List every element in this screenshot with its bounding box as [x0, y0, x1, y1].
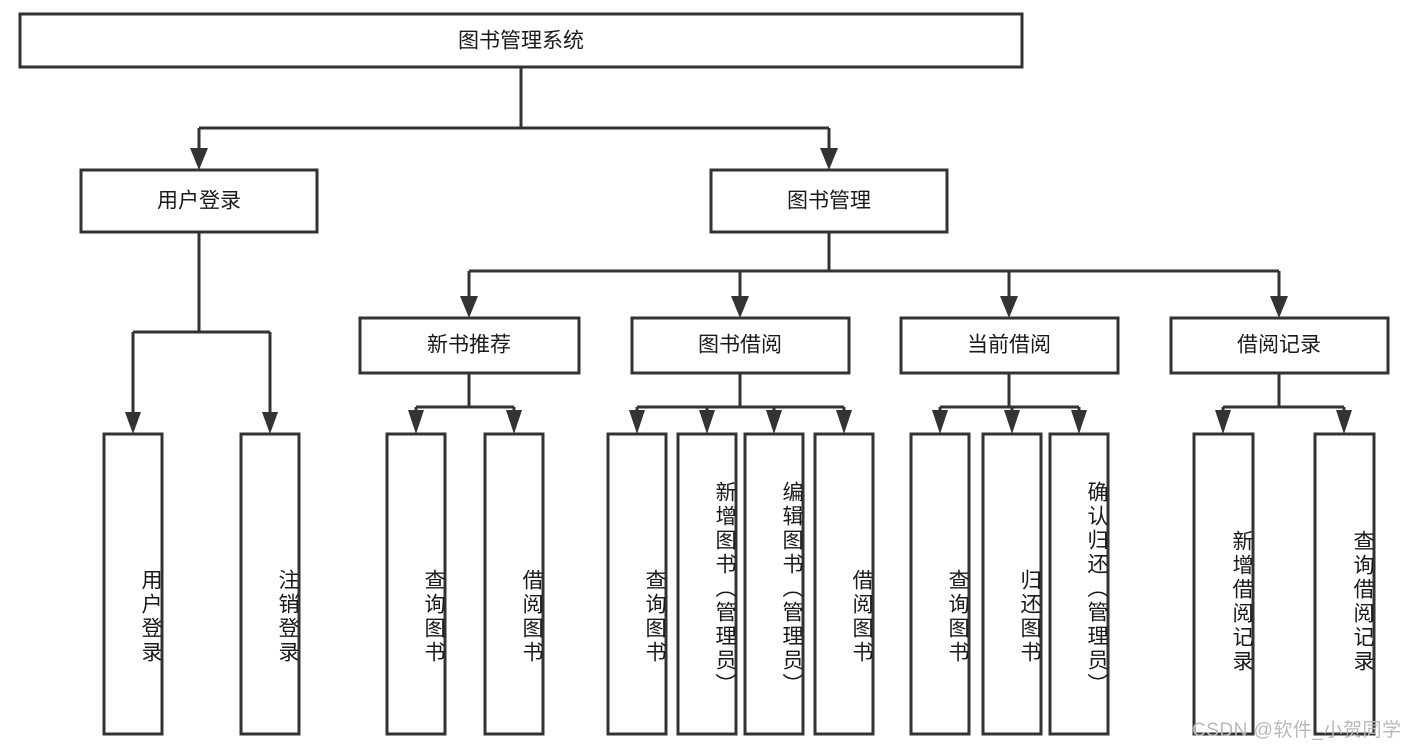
node-label-book-borrow: 图书借阅: [698, 334, 782, 357]
node-box-leaf-user-login[interactable]: [102, 432, 164, 736]
node-box-leaf-query-book-recommend[interactable]: [385, 432, 447, 736]
node-box-leaf-edit-book[interactable]: [743, 432, 805, 736]
arrow-leaf-edit-book: [766, 410, 782, 434]
node-box-current-borrow[interactable]: [899, 316, 1120, 375]
node-box-leaf-return-book[interactable]: [981, 432, 1043, 736]
arrow-leaf-user-login: [125, 412, 141, 434]
node-box-leaf-borrow-book[interactable]: [813, 432, 875, 736]
arrow-book-manage: [820, 148, 838, 170]
csdn-watermark: CSDN @软件_小贺同学: [1192, 720, 1402, 741]
arrow-current-borrow: [1000, 296, 1018, 318]
arrow-leaf-query-book-current: [932, 410, 948, 434]
arrow-leaf-add-book: [699, 410, 715, 434]
node-box-leaf-query-book-current[interactable]: [909, 432, 971, 736]
connector-user-login-to-leaves: [125, 232, 278, 434]
arrow-user-login: [190, 148, 208, 170]
arrow-leaf-confirm-return: [1071, 410, 1087, 434]
node-box-borrow-record[interactable]: [1169, 316, 1390, 375]
connector-root-to-level2: [190, 67, 838, 170]
node-box-root[interactable]: [18, 12, 1024, 69]
node-label-book-manage: 图书管理: [787, 190, 871, 213]
node-box-leaf-query-book-borrow[interactable]: [606, 432, 668, 736]
node-box-leaf-confirm-return[interactable]: [1048, 432, 1110, 736]
connector-book-manage-to-level3: [460, 232, 1288, 318]
arrow-leaf-return-book: [1004, 410, 1020, 434]
node-box-leaf-logout[interactable]: [239, 432, 301, 736]
arrow-new-book-recommend: [460, 296, 478, 318]
arrow-leaf-query-book-recommend: [408, 410, 424, 434]
arrow-leaf-logout: [262, 412, 278, 434]
node-box-book-manage[interactable]: [709, 168, 949, 234]
node-box-leaf-borrow-book-recommend[interactable]: [483, 432, 545, 736]
node-box-leaf-add-borrow-record[interactable]: [1192, 432, 1255, 736]
connector-book-borrow-to-leaves: [629, 373, 852, 434]
node-label-root: 图书管理系统: [458, 30, 584, 53]
node-label-user-login: 用户登录: [157, 190, 241, 213]
arrow-leaf-borrow-book-recommend: [506, 410, 522, 434]
node-label-current-borrow: 当前借阅: [967, 334, 1051, 357]
node-label-new-book-recommend: 新书推荐: [427, 334, 511, 357]
node-box-new-book-recommend[interactable]: [358, 316, 581, 375]
arrow-borrow-record: [1270, 296, 1288, 318]
arrow-leaf-borrow-book: [836, 410, 852, 434]
arrow-leaf-query-borrow-record: [1336, 410, 1352, 434]
arrow-leaf-add-borrow-record: [1215, 410, 1231, 434]
node-box-book-borrow[interactable]: [630, 316, 851, 375]
connector-borrow-record-to-leaves: [1215, 373, 1352, 434]
node-box-leaf-query-borrow-record[interactable]: [1313, 432, 1376, 736]
arrow-leaf-query-book-borrow: [629, 410, 645, 434]
connector-new-book-to-leaves: [408, 373, 522, 434]
arrow-book-borrow: [731, 296, 749, 318]
node-box-leaf-add-book[interactable]: [676, 432, 738, 736]
connector-current-borrow-to-leaves: [932, 373, 1087, 434]
node-box-user-login[interactable]: [79, 168, 319, 234]
node-label-borrow-record: 借阅记录: [1237, 334, 1321, 357]
